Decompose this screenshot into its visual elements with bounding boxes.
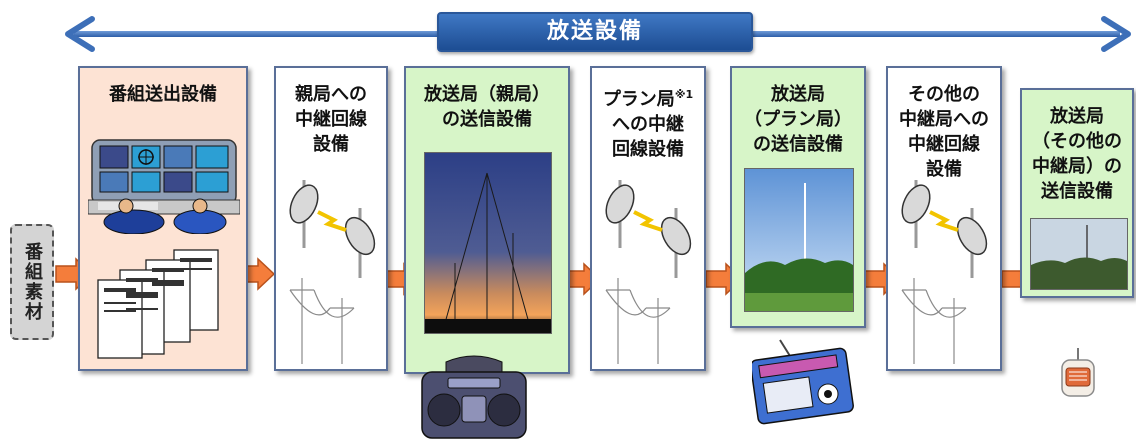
stage-title: その他の 中継局への 中継回線 設備: [899, 84, 989, 180]
stage-title: プラン局※1 への中継 回線設備: [592, 82, 704, 162]
plan-station-tower-photo: [744, 168, 854, 312]
stage-title: 親局への 中継回線 設備: [295, 84, 367, 155]
microwave-relay-icon: [901, 180, 988, 364]
boombox-icon: [421, 355, 527, 439]
stage-parent-transmitter: 放送局（親局） の送信設備: [404, 66, 570, 374]
stage-title: 放送局 （その他の 中継局）の 送信設備: [1032, 106, 1122, 202]
stage-title: 番組送出設備: [109, 84, 217, 105]
stage-title-part1: プラン局: [602, 89, 675, 110]
stage-title: 放送局（親局） の送信設備: [424, 84, 550, 130]
stage-program-output: 番組送出設備: [78, 66, 248, 371]
broadcast-equipment-label: 放送設備: [437, 12, 753, 52]
program-material-box: 番組素材: [10, 224, 54, 340]
other-station-tower-photo: [1030, 218, 1128, 290]
stage-plan-transmitter: 放送局 （プラン局） の送信設備: [730, 66, 866, 328]
footnote-mark: ※1: [674, 88, 694, 101]
stage-other-transmitter: 放送局 （その他の 中継局）の 送信設備: [1020, 88, 1134, 298]
stage-relay-to-other: その他の 中継局への 中継回線 設備: [886, 66, 1002, 371]
portable-radio-icon: [752, 339, 854, 425]
microwave-relay-icon: [605, 180, 692, 364]
stage-title: 放送局 （プラン局） の送信設備: [744, 84, 852, 155]
server-rack-icon: [97, 249, 219, 359]
microwave-relay-icon: [289, 180, 376, 364]
control-room-icon: [88, 139, 240, 234]
stage-relay-to-plan: プラン局※1 への中継 回線設備: [590, 66, 706, 371]
parent-station-tower-photo: [424, 152, 552, 334]
pocket-radio-icon: [1061, 348, 1095, 397]
stage-title-part2: への中継 回線設備: [612, 114, 684, 160]
stage-relay-to-parent: 親局への 中継回線 設備: [274, 66, 388, 371]
